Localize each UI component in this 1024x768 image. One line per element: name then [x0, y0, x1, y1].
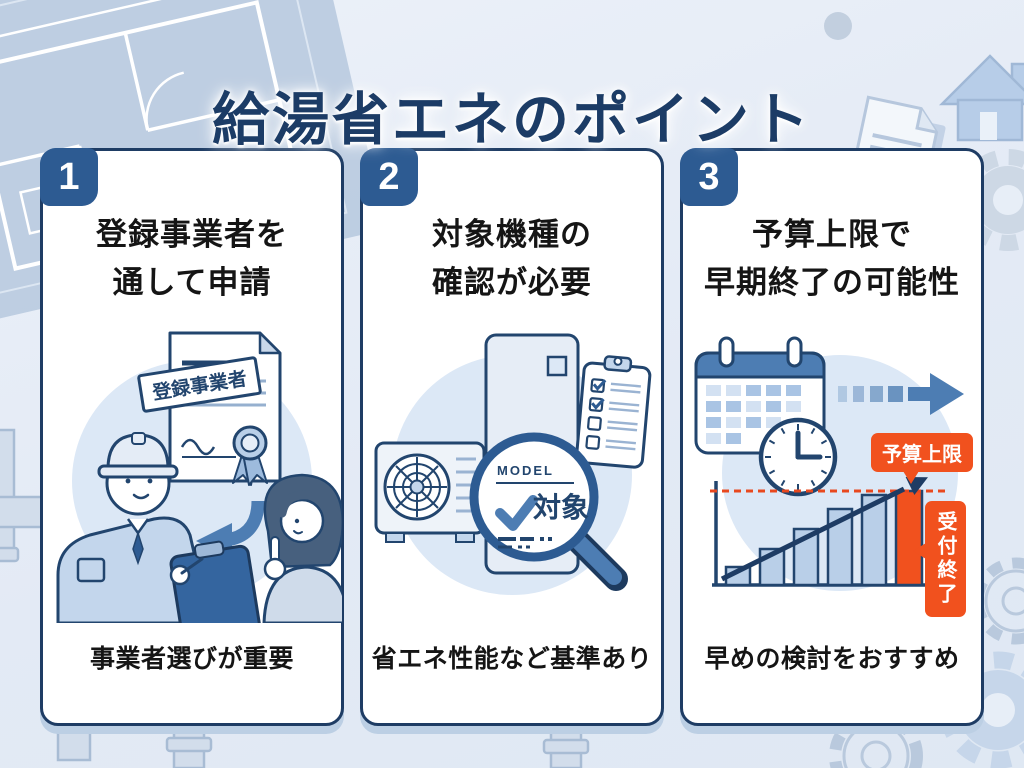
time-arrow-icon [838, 373, 964, 415]
card-title-line1: 対象機種の [432, 217, 592, 252]
card-caption: 省エネ性能など基準あり [371, 645, 653, 673]
gear-icon [972, 557, 1024, 645]
budget-limit-badge: 予算上限 [871, 433, 973, 484]
page-title: 給湯省エネのポイント [212, 88, 812, 153]
checklist-icon [575, 355, 652, 469]
card-title-line1: 予算上限で [752, 217, 912, 252]
card-title-line2: 通して申請 [112, 265, 272, 301]
budget-deadline-illustration: 予算上限 受付終了 [683, 323, 981, 633]
card-title: 対象機種の 確認が必要 [363, 211, 661, 307]
magnifier-icon [469, 432, 628, 591]
card-caption: 早めの検討をおすすめ [704, 645, 960, 673]
application-growth-chart [710, 477, 954, 587]
card-title: 登録事業者を 通して申請 [43, 211, 341, 307]
card-title-line2: 早期終了の可能性 [704, 265, 960, 301]
card-number-badge: 1 [40, 148, 98, 206]
model-label: MODEL [497, 463, 554, 478]
house-icon [938, 54, 1024, 142]
card-number-badge: 2 [360, 148, 418, 206]
clipboard-icon [169, 540, 264, 623]
gear-icon [957, 149, 1024, 251]
clock-icon [758, 417, 838, 497]
budget-reached-bar [894, 489, 924, 587]
worker-figure [56, 432, 264, 623]
customer-figure [262, 473, 342, 623]
dot-decoration [824, 12, 852, 40]
card-caption: 事業者選びが重要 [89, 645, 294, 673]
heat-pump-unit-icon [374, 441, 486, 543]
card-eligible-models: 2 対象機種の 確認が必要 [360, 148, 664, 726]
card-number-badge: 3 [680, 148, 738, 206]
target-label: 対象 [533, 492, 590, 523]
equipment-check-illustration: MODEL 対象 [363, 323, 661, 633]
worker-customer-illustration: 登録事業者 [43, 323, 342, 633]
points-cards: 1 登録事業者を 通して申請 [40, 148, 984, 726]
card-title-line2: 確認が必要 [432, 265, 592, 301]
certificate-icon [168, 331, 282, 486]
card-title: 予算上限で 早期終了の可能性 [683, 211, 981, 307]
reception-closed-badge: 受付終了 [913, 501, 966, 617]
card-budget-limit: 3 予算上限で 早期終了の可能性 [680, 148, 984, 726]
card-registered-business: 1 登録事業者を 通して申請 [40, 148, 344, 726]
card-title-line1: 登録事業者を [96, 217, 288, 252]
